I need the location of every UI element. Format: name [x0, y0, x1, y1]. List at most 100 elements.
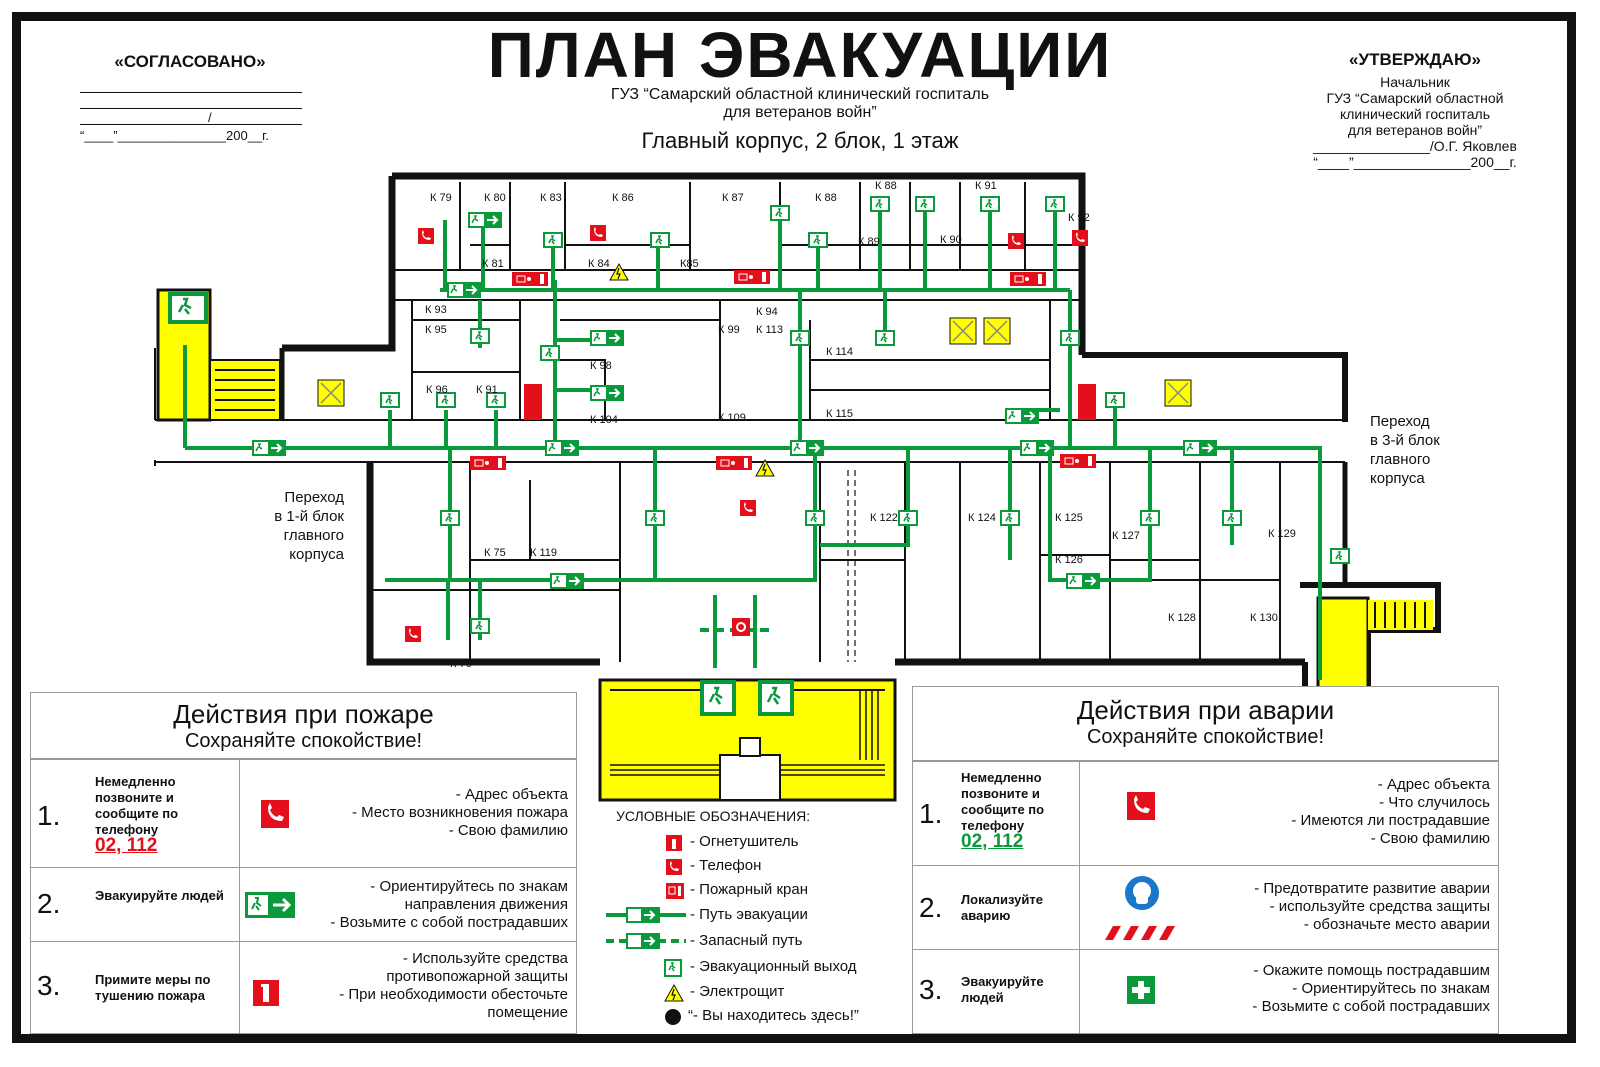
- transition-right-line: в 3-й блок: [1370, 432, 1440, 449]
- page-title: ПЛАН ЭВАКУАЦИИ: [487, 19, 1113, 91]
- hazard-tape-icon: [1105, 926, 1181, 940]
- agreed-date-line: “____”_______________200__г.: [80, 128, 269, 143]
- transition-left-line: в 1-й блок: [274, 508, 344, 525]
- exit-sign-icon: [874, 329, 896, 347]
- agreed-slash: /: [208, 110, 212, 125]
- legend-label: - Эвакуационный выход: [690, 958, 857, 975]
- legend-item: - Путь эвакуации: [606, 904, 896, 930]
- room-label: К 86: [612, 192, 634, 204]
- room-label: К 91: [476, 384, 498, 396]
- legend-item: - Эвакуационный выход: [606, 956, 896, 982]
- route-arrow-sign-icon: [1065, 572, 1101, 590]
- exit-sign-icon: [469, 327, 491, 345]
- legend-label: - Телефон: [690, 857, 762, 874]
- room-label: К 87: [722, 192, 744, 204]
- approve-label: «УТВЕРЖДАЮ»: [1349, 50, 1481, 69]
- room-label: К 129: [1268, 528, 1296, 540]
- room-label: К 75: [484, 547, 506, 559]
- room-label: К 115: [826, 408, 854, 420]
- room-label: К 130: [1250, 612, 1278, 624]
- room-label: К 88: [815, 192, 837, 204]
- accident-actions-title: Действия при аварии: [1076, 695, 1335, 725]
- step-detail-line: - Возьмите с собой пострадавших: [1252, 998, 1490, 1015]
- fire-extinguisher-icon: [253, 980, 279, 1006]
- exit-sign-icon: [869, 195, 891, 213]
- accident-step-row: 2. Локализуйте аварию - Предотвратите ра…: [913, 865, 1498, 950]
- route-arrow-sign-icon: [1182, 439, 1218, 457]
- route-arrow-sign-icon: [467, 211, 503, 229]
- lift-center-a-icon: [949, 317, 977, 345]
- exit-sign-icon: [914, 195, 936, 213]
- step-action-text: Немедленно позвоните и сообщите по телеф…: [95, 774, 179, 837]
- agreed-label: «СОГЛАСОВАНО»: [114, 52, 266, 71]
- fire-hydrant-icon: [511, 271, 549, 287]
- route-arrow-sign-icon: [1004, 407, 1040, 425]
- step-details: - Ориентируйтесь по знакам направления д…: [330, 878, 568, 932]
- room-label: К 126: [1055, 554, 1083, 566]
- room-label: К 99: [718, 324, 740, 336]
- transition-right-line: Переход: [1370, 413, 1430, 430]
- phone-icon: [1072, 230, 1088, 246]
- agreed-signature-line: [80, 108, 302, 109]
- room-label: К 79: [430, 192, 452, 204]
- room-label: К 95: [425, 324, 447, 336]
- step-detail-line: - Возьмите с собой пострадавших: [330, 914, 568, 931]
- legend-label: - Огнетушитель: [690, 833, 799, 850]
- room-label: К 91: [975, 180, 997, 192]
- legend-item: “- Вы находитесь здесь!”: [606, 1006, 896, 1030]
- room-label: К 127: [1112, 530, 1140, 542]
- phone-icon: [740, 500, 756, 516]
- step-number: 1.: [919, 798, 943, 829]
- approve-signature: _______________/О.Г. Яковлев: [1313, 138, 1517, 154]
- exit-sign-icon: [1044, 195, 1066, 213]
- room-label: К 122: [870, 512, 898, 524]
- legend-item: - Электрощит: [606, 982, 896, 1006]
- legend-label: - Запасный путь: [690, 932, 803, 949]
- legend-label: “- Вы находитесь здесь!”: [688, 1007, 859, 1024]
- step-detail-line: - Адрес объекта: [455, 786, 568, 803]
- step-detail-line: - Свою фамилию: [1370, 830, 1490, 847]
- exit-sign-icon: [979, 195, 1001, 213]
- exit-sign-icon: [644, 509, 666, 527]
- lift-right-icon: [1164, 379, 1192, 407]
- legend-label: - Пожарный кран: [690, 881, 808, 898]
- evacuation-route-sign-icon: [245, 892, 295, 918]
- step-detail-line: помещение: [487, 1004, 568, 1021]
- step-details: - Используйте средства противопожарной з…: [339, 950, 568, 1022]
- approve-org-line: ГУЗ “Самарский областной: [1326, 90, 1504, 106]
- phone-icon: [1008, 233, 1024, 249]
- legend-label: - Электрощит: [690, 983, 785, 1000]
- step-number: 3.: [37, 970, 61, 1001]
- room-label: К 81: [482, 258, 504, 270]
- phone-icon: [405, 626, 421, 642]
- main-entrance-lobby: [598, 678, 897, 802]
- exit-sign-icon: [439, 509, 461, 527]
- exit-sign-icon: [1221, 509, 1243, 527]
- route-arrow-sign-icon: [589, 384, 625, 402]
- route-arrow-sign-icon: [446, 281, 482, 299]
- building-floor: Главный корпус, 2 блок, 1 этаж: [641, 128, 959, 153]
- step-detail-line: - При необходимости обесточьте: [339, 986, 568, 1003]
- building-walls: [154, 172, 1441, 715]
- exit-sign-icon: [649, 231, 671, 249]
- room-label: К 98: [590, 360, 612, 372]
- exit-sign-icon: [379, 391, 401, 409]
- transition-left-line: главного: [283, 527, 344, 544]
- accident-calm-text: Сохраняйте спокойствие!: [1086, 726, 1325, 748]
- step-detail-line: направления движения: [404, 896, 568, 913]
- step-detail-line: - обозначьте место аварии: [1303, 916, 1490, 933]
- reserve-route-icon: [606, 933, 686, 949]
- agreed-signature-line: [80, 124, 302, 125]
- approve-date-line: “____”_______________200__г.: [1313, 154, 1517, 170]
- exit-sign-icon: [469, 617, 491, 635]
- transition-right-line: главного: [1370, 451, 1431, 468]
- accident-actions-header: Действия при аварии Сохраняйте спокойств…: [913, 687, 1498, 761]
- accident-actions-panel: Действия при аварии Сохраняйте спокойств…: [912, 686, 1499, 1034]
- exit-sign-icon: [789, 329, 811, 347]
- room-label: К 92: [1068, 212, 1090, 224]
- lift-left-icon: [317, 379, 345, 407]
- exit-sign-icon: [769, 204, 791, 222]
- step-detail-line: - Ориентируйтесь по знакам: [370, 878, 568, 895]
- room-label: К 88: [875, 180, 897, 192]
- step-detail-line: - Предотвратите развитие аварии: [1254, 880, 1490, 897]
